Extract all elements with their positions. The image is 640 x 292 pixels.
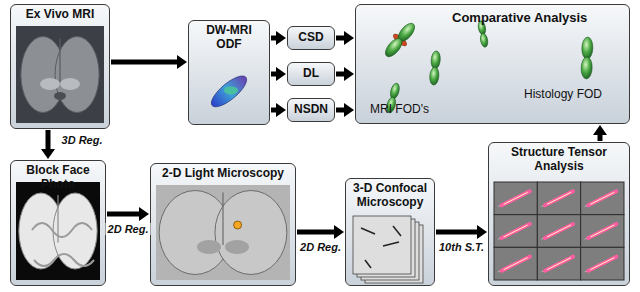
box-heading: Structure Tensor Analysis (503, 146, 615, 174)
box-fill (288, 63, 334, 85)
image-panel: 3-D Confocal Microscopy (345, 178, 435, 286)
flow-arrow (336, 36, 344, 41)
box-heading: Ex Vivo MRI (15, 8, 105, 22)
image-panel: Block Face Photo (10, 160, 106, 286)
fod-glyph (429, 51, 441, 86)
method-box: NSDN (287, 98, 335, 122)
registration-label: 2D Reg. (298, 241, 343, 253)
flow-arrow (271, 72, 276, 77)
box-fill (489, 143, 629, 285)
fod-label: Histology FOD (524, 88, 602, 102)
image-panel: 2-D Light Microscopy (150, 163, 296, 286)
analysis-panel: Comparative AnalysisMRI FOD's Histology F… (355, 4, 630, 124)
box-heading: DW-MRI ODF (193, 24, 265, 52)
box-heading: 2-D Light Microscopy (155, 167, 291, 181)
flow-arrow (436, 230, 477, 235)
box-fill (356, 5, 629, 123)
registration-label: 3D Reg. (60, 133, 105, 145)
box-fill (346, 179, 434, 285)
box-fill (11, 5, 109, 128)
registration-label: 10th S.T. (437, 241, 486, 253)
method-box: DL (287, 62, 335, 86)
blockface-image (16, 182, 100, 280)
microscopy-image (156, 185, 290, 280)
box-fill (151, 164, 295, 285)
registration-label: 2D Reg. (106, 223, 151, 235)
flow-arrow (46, 130, 51, 149)
confocal-stack (353, 216, 423, 283)
flow-arrow (598, 135, 603, 141)
box-fill (11, 161, 105, 285)
mri-image (16, 26, 104, 123)
odf-glyph (207, 71, 251, 112)
box-heading: Comparative Analysis (452, 11, 587, 26)
fod-glyph (380, 19, 420, 62)
image-panel: Ex Vivo MRI (10, 4, 110, 129)
box-heading: Block Face Photo (15, 164, 101, 192)
box-heading: 3-D Confocal Microscopy (350, 182, 430, 210)
box-fill (189, 21, 269, 124)
flow-arrow (297, 230, 334, 235)
flow-arrow (271, 108, 276, 113)
flow-arrow (336, 108, 344, 113)
image-panel: Structure Tensor Analysis (488, 142, 630, 286)
fod-glyph (581, 37, 593, 79)
tensor-grid (494, 182, 624, 280)
box-heading: DL (303, 67, 319, 81)
box-fill (288, 27, 334, 49)
process-box: DW-MRI ODF (188, 20, 270, 125)
box-heading: CSD (298, 31, 323, 45)
flow-arrow (107, 212, 139, 217)
flow-arrow (111, 60, 177, 65)
fod-label: MRI FOD's (370, 103, 429, 117)
flow-arrow (271, 36, 276, 41)
flow-arrow (336, 72, 344, 77)
box-heading: NSDN (294, 103, 328, 117)
method-box: CSD (287, 26, 335, 50)
box-fill (288, 99, 334, 121)
